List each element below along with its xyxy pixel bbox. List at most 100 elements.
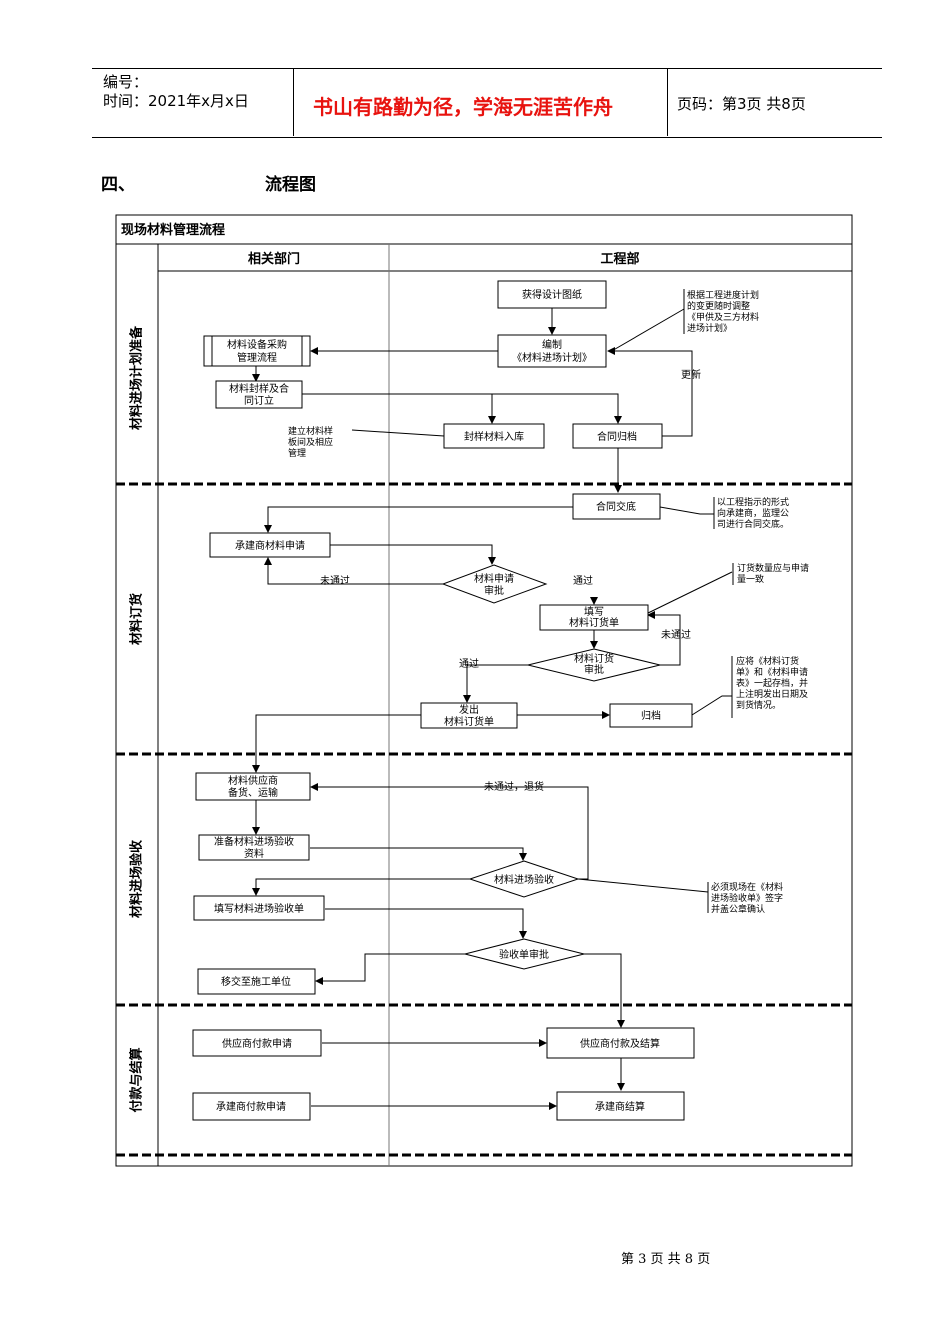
note-archive-line2: 单》和《材料申请: [736, 666, 808, 678]
node-contractor-apply: 承建商材料申请: [235, 539, 305, 552]
process-box-contractor-apply: 承建商材料申请: [209, 532, 331, 558]
process-box-supplier-pay-apply: 供应商付款申请: [192, 1029, 322, 1057]
note-progress-line2: 的变更随时调整: [687, 300, 750, 312]
note-sign-line2: 进场验收单》签字: [711, 892, 783, 904]
process-box-archive: 归档: [609, 703, 693, 728]
note-handover-line2: 向承建商，监理公: [717, 507, 789, 519]
process-box-plan: 编制 《材料进场计划》: [497, 334, 607, 368]
decision-accept-review: 材料进场验收: [468, 860, 580, 898]
lane-dividers: [116, 482, 852, 1157]
node-contract-handover: 合同交底: [596, 500, 636, 513]
header-number-label: 编号：: [103, 73, 149, 91]
node-review-line1: 材料申请: [474, 572, 514, 585]
process-box-issue-order: 发出 材料订货单: [420, 702, 518, 729]
process-box-fill-accept: 填写材料进场验收单: [193, 895, 325, 921]
header-divider-left: [293, 68, 294, 136]
process-box-supplier: 材料供应商 备货、运输: [195, 772, 311, 801]
note-progress-line4: 进场计划》: [687, 322, 732, 334]
note-progress: 根据工程进度计划 的变更随时调整 《甲供及三方材料 进场计划》: [683, 289, 759, 334]
process-box-prep-accept: 准备材料进场验收 资料: [198, 834, 310, 861]
process-box-purchase: 材料设备采购 管理流程: [203, 335, 311, 367]
note-archive-line5: 到货情况。: [736, 699, 781, 711]
label-not-pass-2: 未通过: [661, 628, 691, 641]
note-archive-line4: 上注明发出日期及: [736, 688, 808, 700]
node-fill-line1: 填写: [584, 605, 604, 618]
node-contractor-settle: 承建商结算: [595, 1100, 645, 1113]
node-accept-review: 材料进场验收: [494, 873, 554, 886]
note-progress-line3: 《甲供及三方材料: [687, 311, 759, 323]
node-supplier-pay-apply: 供应商付款申请: [222, 1037, 292, 1050]
process-box-fill-order: 填写 材料订货单: [539, 604, 649, 631]
section-index: 四、: [101, 175, 135, 195]
label-pass-1: 通过: [573, 574, 593, 587]
connectors: [252, 308, 733, 1110]
diagram-frame: [115, 214, 853, 1167]
note-sign: 必须现场在《材料 进场验收单》签字 并盖公章确认: [707, 881, 783, 915]
note-handover-line3: 司进行合同交底。: [717, 518, 789, 530]
process-box-seal-store: 封样材料入库: [443, 423, 545, 449]
column-header-engineering: 工程部: [600, 251, 639, 267]
header-divider-right: [667, 68, 668, 136]
process-box-contract-handover: 合同交底: [572, 493, 661, 520]
node-accept-approve: 验收单审批: [499, 948, 549, 961]
label-not-pass-1: 未通过: [320, 574, 350, 587]
node-issue-line1: 发出: [459, 703, 479, 716]
note-quantity-line1: 订货数量应与申请: [737, 562, 809, 574]
header-page-info: 页码：第3页 共8页: [677, 95, 806, 113]
note-quantity-line2: 量一致: [737, 573, 764, 585]
node-supplier-line1: 材料供应商: [228, 774, 278, 787]
section-title: 流程图: [265, 175, 316, 195]
node-plan-line2: 《材料进场计划》: [512, 351, 592, 364]
node-design-drawing: 获得设计图纸: [522, 288, 582, 301]
node-purchase-line1: 材料设备采购: [227, 338, 287, 351]
label-update: 更新: [681, 368, 701, 381]
node-sample-line1: 材料封样及合: [229, 382, 289, 395]
node-fill-line2: 材料订货单: [569, 616, 619, 629]
lane-label-plan: 材料进场计划准备: [129, 325, 145, 430]
note-handover-line1: 以工程指示的形式: [717, 496, 789, 508]
node-plan-line1: 编制: [542, 338, 562, 351]
node-order-review-line2: 审批: [584, 663, 604, 676]
note-sign-line3: 并盖公章确认: [711, 903, 765, 915]
header-motto: 书山有路勤为径，学海无涯苦作舟: [313, 95, 613, 119]
lane-label-settle: 付款与结算: [129, 1047, 145, 1112]
note-archive-line3: 表》一起存档，并: [736, 677, 808, 689]
note-sample-line3: 管理: [288, 447, 306, 459]
diagram-title: 现场材料管理流程: [121, 222, 225, 238]
node-prep-line2: 资料: [244, 847, 264, 860]
note-sample-line2: 板间及相应: [288, 436, 333, 448]
note-archive: 应将《材料订货 单》和《材料申请 表》一起存档，并 上注明发出日期及 到货情况。: [731, 655, 808, 718]
node-supplier-pay: 供应商付款及结算: [580, 1037, 660, 1050]
footer-page: 第 3 页 共 8 页: [621, 1252, 711, 1267]
node-contractor-pay-apply: 承建商付款申请: [216, 1100, 286, 1113]
lane-label-order: 材料订货: [129, 593, 145, 645]
node-seal-store: 封样材料入库: [464, 430, 524, 443]
node-archive: 归档: [641, 709, 661, 722]
column-header-related: 相关部门: [248, 251, 300, 267]
process-box-contractor-pay-apply: 承建商付款申请: [192, 1092, 311, 1121]
process-box-transfer: 移交至施工单位: [197, 968, 316, 995]
node-prep-line1: 准备材料进场验收: [214, 835, 294, 848]
note-sample: 建立材料样 板间及相应 管理: [288, 425, 333, 459]
node-sample-line2: 同订立: [244, 394, 274, 407]
note-handover: 以工程指示的形式 向承建商，监理公 司进行合同交底。: [713, 496, 789, 530]
node-contract-archive: 合同归档: [597, 430, 637, 443]
decision-order-review: 材料订货 审批: [527, 648, 661, 682]
node-review-line2: 审批: [484, 584, 504, 597]
note-sample-line1: 建立材料样: [288, 425, 333, 437]
label-not-pass-return: 未通过，退货: [484, 780, 544, 793]
decision-material-review: 材料申请 审批: [441, 564, 548, 604]
lane-label-accept: 材料进场验收: [129, 839, 145, 918]
node-purchase-line2: 管理流程: [237, 351, 277, 364]
node-supplier-line2: 备货、运输: [228, 786, 278, 799]
node-order-review-line1: 材料订货: [574, 652, 614, 665]
note-quantity: 订货数量应与申请 量一致: [732, 562, 809, 585]
header-table: [92, 68, 882, 138]
node-transfer: 移交至施工单位: [221, 975, 291, 988]
process-box-contractor-settle: 承建商结算: [556, 1091, 685, 1121]
process-box-sample: 材料封样及合 同订立: [215, 380, 303, 409]
note-archive-line1: 应将《材料订货: [736, 655, 799, 667]
note-progress-line1: 根据工程进度计划: [687, 289, 759, 301]
process-box-design-drawing: 获得设计图纸: [497, 280, 607, 309]
